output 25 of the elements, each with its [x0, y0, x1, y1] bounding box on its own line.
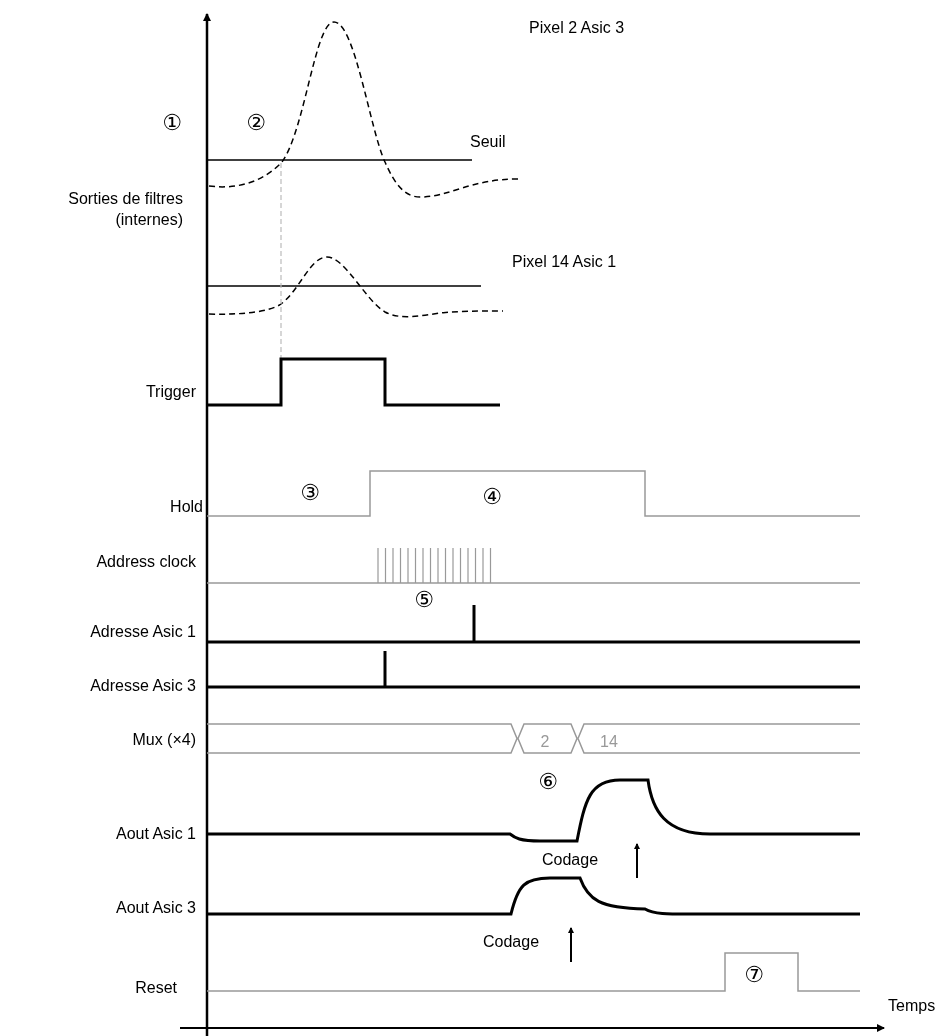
axis-label: Sorties de filtres (internes) [67, 189, 183, 230]
signal-label: Pixel 2 Asic 3 [529, 17, 625, 38]
annotation-label: Codage [483, 931, 539, 952]
circled-number: ⑥ [538, 767, 558, 796]
signal-label: Mux (×4) [132, 729, 196, 750]
circled-number: ⑤ [414, 585, 434, 614]
signal-label: Aout Asic 3 [115, 897, 196, 918]
signal-label: Address clock [96, 551, 196, 572]
signal-label: Reset [135, 977, 177, 998]
circled-number: ③ [300, 478, 320, 507]
signal-label: Pixel 14 Asic 1 [512, 251, 617, 272]
signal-label: Hold [170, 496, 203, 517]
circled-number: ⑦ [744, 960, 764, 989]
signal-label: Adresse Asic 3 [90, 675, 196, 696]
circled-number: ④ [482, 482, 502, 511]
mux-value: 14 [600, 731, 618, 752]
axis-label: Temps [888, 995, 936, 1016]
signal-label: Trigger [145, 381, 196, 402]
circled-number: ② [246, 108, 266, 137]
mux-value: 2 [540, 731, 550, 752]
annotation-label: Codage [542, 849, 598, 870]
signal-label: Adresse Asic 1 [90, 621, 196, 642]
threshold-label: Seuil [470, 131, 506, 152]
circled-number: ① [162, 108, 182, 137]
signal-label: Aout Asic 1 [115, 823, 196, 844]
